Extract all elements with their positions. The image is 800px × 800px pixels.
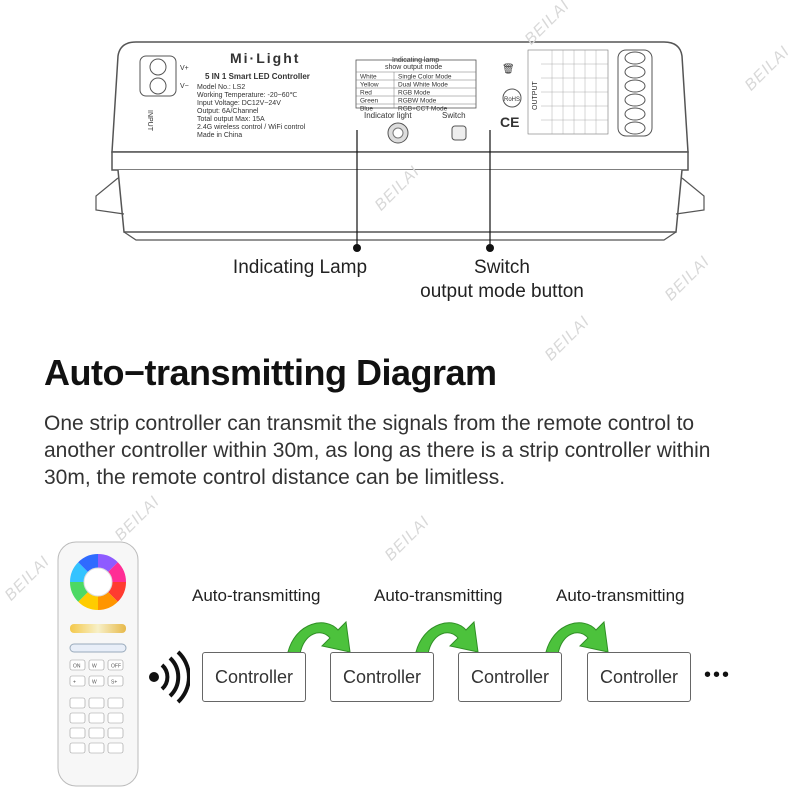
svg-text:Indicating lamp: Indicating lamp [392,57,439,64]
svg-text:V+: V+ [180,65,189,72]
svg-text:OUTPUT: OUTPUT [532,81,539,111]
controller-device-illustration: V+ V− INPUT Mi·Light 5 IN 1 Smart LED Co… [95,41,705,252]
mode-name: RGB+CCT Mode [398,106,448,113]
svg-text:🗑: 🗑 [502,63,515,75]
watermark: BEILAI [111,492,164,545]
ellipsis-icon: ••• [704,664,732,686]
svg-text:RoHS: RoHS [504,97,520,103]
controller-box-2: Controller [330,652,434,702]
svg-text:S+: S+ [111,680,117,686]
spec-line: Output: 6A/Channel [197,108,259,115]
mode-name: RGB Mode [398,90,431,97]
mode-color: Blue [360,106,373,113]
svg-text:+: + [73,680,76,686]
svg-text:show output mode: show output mode [385,64,442,71]
auto-transmitting-label-3: Auto-transmitting [556,586,685,605]
svg-text:W: W [92,680,97,686]
mode-name: RGBW Mode [398,98,437,105]
watermark: BEILAI [1,552,54,605]
auto-transmitting-label-1: Auto-transmitting [192,586,321,605]
svg-text:CE: CE [500,114,519,130]
watermark: BEILAI [541,312,594,365]
svg-text:OFF: OFF [111,664,121,670]
wireless-signal-icon [149,650,190,704]
svg-text:W: W [92,664,97,670]
controller-box-4: Controller [587,652,691,702]
svg-text:V−: V− [180,83,189,90]
mode-color: Yellow [360,82,379,89]
mode-name: Dual White Mode [398,82,448,89]
mode-color: Green [360,98,378,105]
controller-box-3: Controller [458,652,562,702]
mode-color: White [360,74,377,81]
auto-transmitting-label-2: Auto-transmitting [374,586,503,605]
spec-line: Model No.: LS2 [197,84,245,91]
switch-caption: Switch output mode button [396,256,608,304]
spec-line: Made in China [197,132,242,139]
switch-caption-line1: Switch [474,257,530,278]
switch-caption-line2: output mode button [420,281,584,302]
svg-text:ON: ON [73,664,81,670]
watermark: BEILAI [381,512,434,565]
svg-text:Switch: Switch [442,111,466,120]
spec-line: 2.4G wireless control / WiFi control [197,124,306,131]
spec-line: Working Temperature: -20~60℃ [197,92,298,99]
brand-logo: Mi·Light [230,50,300,66]
indicating-lamp-caption: Indicating Lamp [232,257,368,278]
description-text: One strip controller can transmit the si… [44,412,711,489]
mode-color: Red [360,90,372,97]
page-title: Auto−transmitting Diagram [44,352,497,393]
spec-line: Total output Max: 15A [197,116,265,123]
model-title: 5 IN 1 Smart LED Controller [205,72,310,81]
svg-text:INPUT: INPUT [146,110,153,132]
svg-text:Indicator light: Indicator light [364,111,412,120]
spec-line: Input Voltage: DC12V~24V [197,100,281,107]
mode-name: Single Color Mode [398,74,452,81]
remote-control-image: ON W OFF + W S+ [57,541,139,787]
controller-box-1: Controller [202,652,306,702]
